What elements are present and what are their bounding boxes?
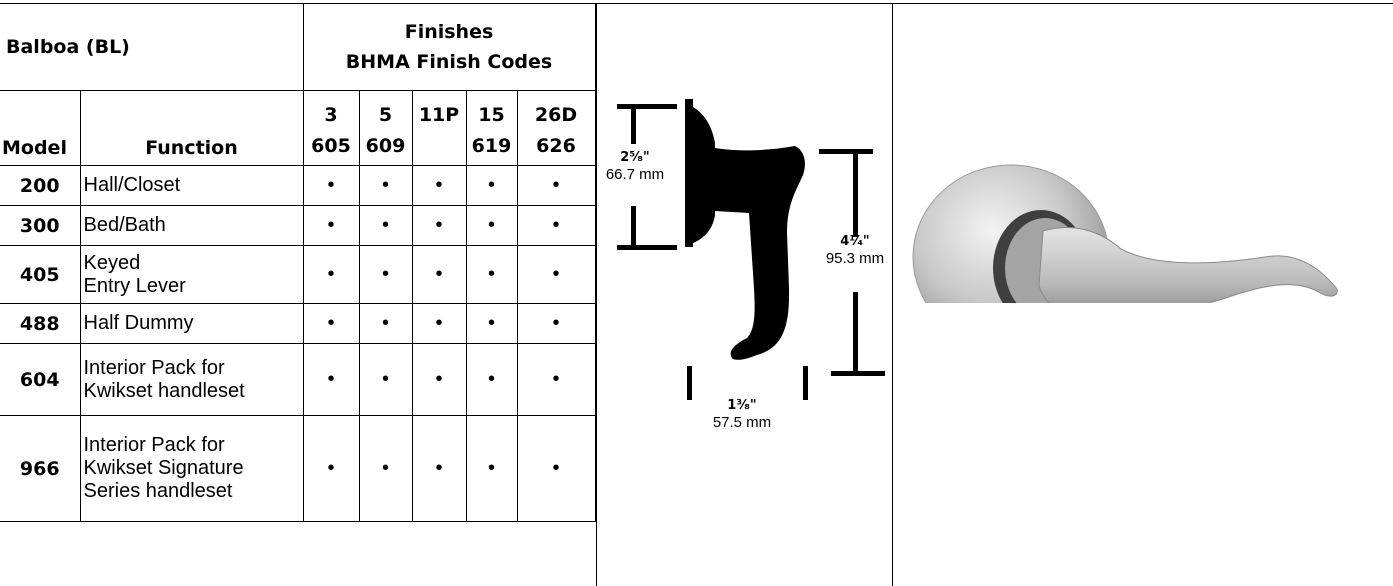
availability-mark: • <box>302 343 360 416</box>
availability-mark: • <box>302 415 360 522</box>
finish-code: 15 <box>478 104 505 126</box>
model-column-header: Model <box>0 90 81 166</box>
availability-mark: • <box>302 165 360 206</box>
function-column-header: Function <box>79 90 304 166</box>
availability-mark: • <box>516 343 596 416</box>
availability-mark: • <box>411 343 467 416</box>
model-number: 966 <box>0 415 81 522</box>
model-number: 200 <box>0 165 81 206</box>
finish-availability-table: Balboa (BL) Finishes BHMA Finish Codes M… <box>0 3 596 522</box>
finish-code-header: 11P <box>411 90 467 166</box>
finishes-title: Finishes <box>404 21 494 43</box>
projection-fraction: 1³⁄₈" <box>727 398 757 413</box>
overall-height-label: 4¹⁄₄" 95.3 mm <box>815 233 895 267</box>
finishes-subtitle: BHMA Finish Codes <box>345 51 553 73</box>
projection-label: 1³⁄₈" 57.5 mm <box>697 397 787 431</box>
function-name: Interior Pack for Kwikset Signature Seri… <box>79 415 304 522</box>
availability-mark: • <box>465 303 518 344</box>
finish-code: 3 <box>324 104 338 126</box>
availability-mark: • <box>358 165 413 206</box>
projection-mm: 57.5 mm <box>712 414 772 431</box>
function-name: Keyed Entry Lever <box>79 245 304 304</box>
finishes-heading: Finishes BHMA Finish Codes <box>302 3 596 91</box>
availability-mark: • <box>358 205 413 246</box>
function-name: Half Dummy <box>79 303 304 344</box>
bhma-code: 619 <box>471 135 512 157</box>
bhma-code <box>413 131 466 162</box>
bhma-code: 605 <box>311 135 351 157</box>
finish-code: 11P <box>418 104 460 126</box>
availability-mark: • <box>465 415 518 522</box>
availability-mark: • <box>358 245 413 304</box>
lever-dimension-drawing <box>617 99 885 400</box>
availability-mark: • <box>516 205 596 246</box>
availability-mark: • <box>465 343 518 416</box>
rose-diameter-fraction: 2⁵⁄₈" <box>620 150 650 165</box>
availability-mark: • <box>411 205 467 246</box>
availability-mark: • <box>516 245 596 304</box>
availability-mark: • <box>411 245 467 304</box>
lever-photo <box>912 164 1338 350</box>
availability-mark: • <box>411 303 467 344</box>
function-name: Interior Pack for Kwikset handleset <box>79 343 304 416</box>
availability-mark: • <box>302 245 360 304</box>
availability-mark: • <box>516 303 596 344</box>
product-photo-panel <box>892 3 1393 586</box>
model-number: 488 <box>0 303 81 344</box>
availability-mark: • <box>358 303 413 344</box>
rose-diameter-mm: 66.7 mm <box>605 166 665 183</box>
finish-code: 26D <box>534 104 578 126</box>
top-rule <box>0 3 1393 4</box>
rose-diameter-label: 2⁵⁄₈" 66.7 mm <box>597 149 673 183</box>
bhma-code: 626 <box>536 135 576 157</box>
dimension-drawing-panel: 2⁵⁄₈" 66.7 mm 4¹⁄₄" 95.3 mm 1³⁄₈" 57.5 m… <box>596 3 893 586</box>
availability-mark: • <box>516 415 596 522</box>
availability-mark: • <box>465 245 518 304</box>
function-name: Hall/Closet <box>79 165 304 206</box>
brand-heading: Balboa (BL) <box>0 3 304 91</box>
availability-mark: • <box>465 165 518 206</box>
availability-mark: • <box>358 415 413 522</box>
availability-mark: • <box>358 343 413 416</box>
availability-mark: • <box>302 205 360 246</box>
availability-mark: • <box>411 415 467 522</box>
availability-mark: • <box>465 205 518 246</box>
model-number: 405 <box>0 245 81 304</box>
overall-height-fraction: 4¹⁄₄" <box>840 234 870 249</box>
availability-mark: • <box>302 303 360 344</box>
function-name: Bed/Bath <box>79 205 304 246</box>
overall-height-mm: 95.3 mm <box>825 250 885 267</box>
availability-mark: • <box>411 165 467 206</box>
model-number: 300 <box>0 205 81 246</box>
bhma-code: 609 <box>365 135 406 157</box>
availability-mark: • <box>516 165 596 206</box>
model-number: 604 <box>0 343 81 416</box>
finish-code: 5 <box>378 104 393 126</box>
